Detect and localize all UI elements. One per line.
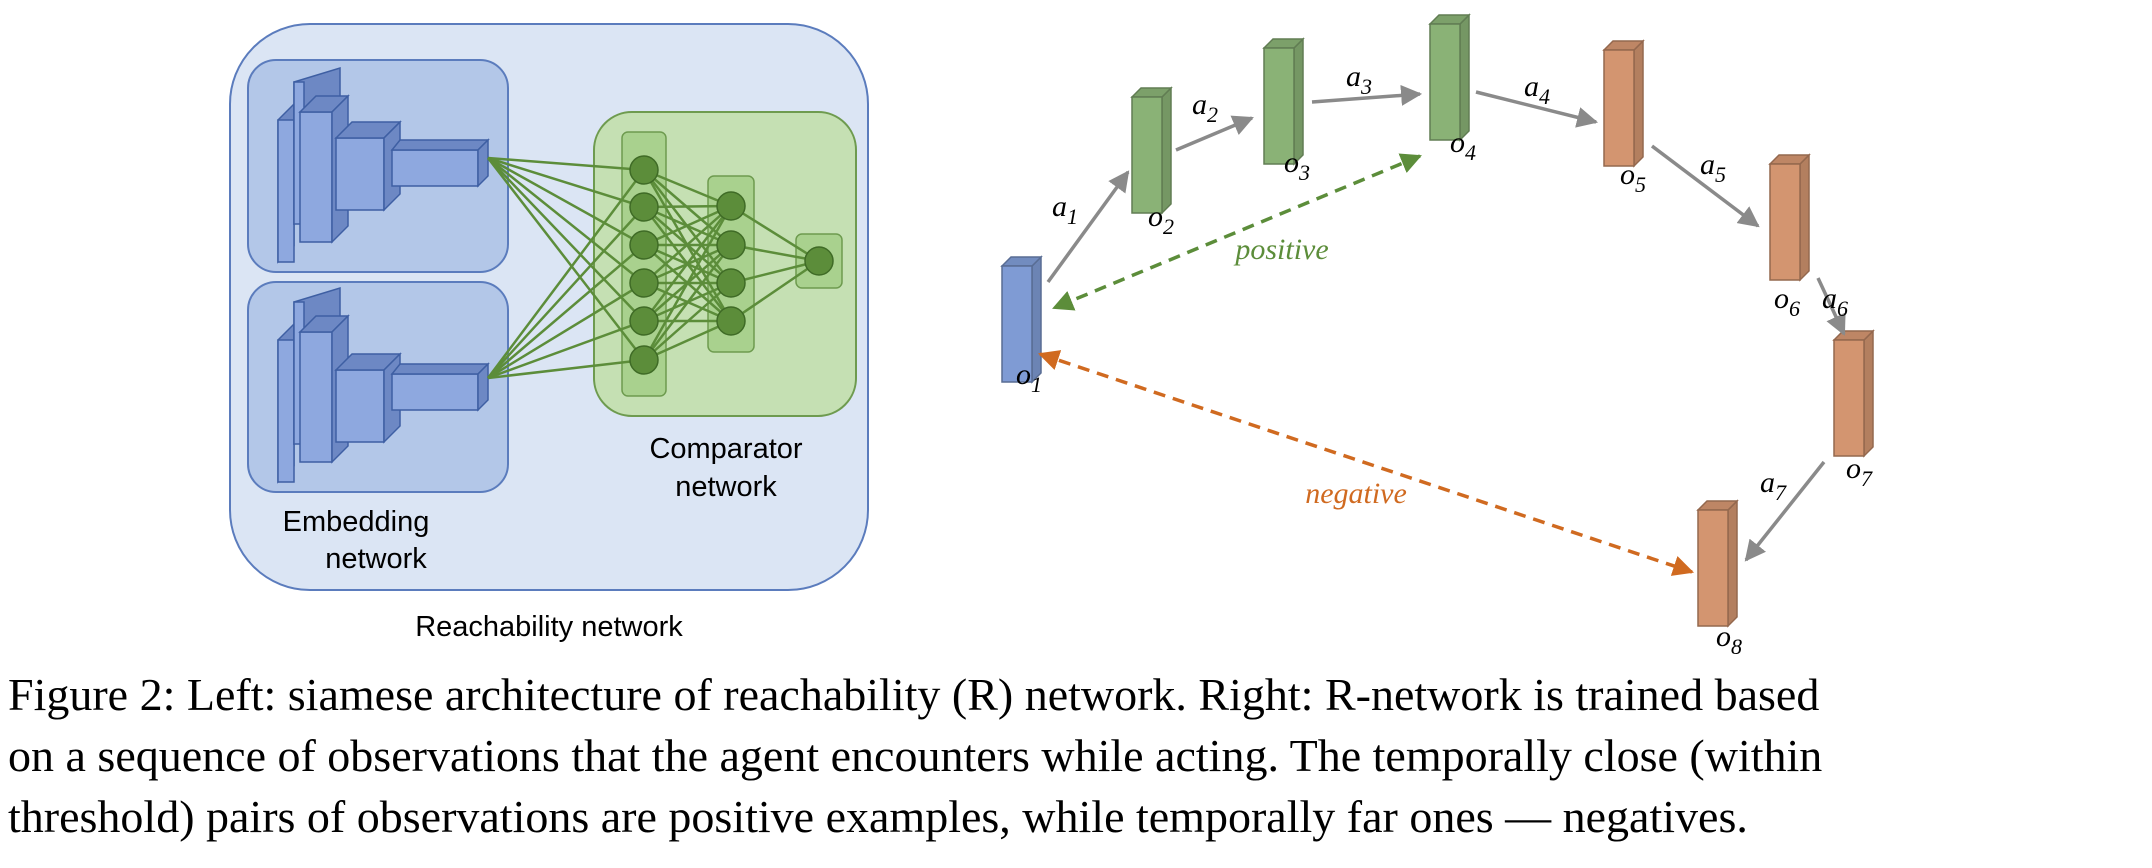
caption-line-3: threshold) pairs of observations are pos…: [8, 791, 1748, 842]
connection-line: [643, 205, 732, 322]
connection-line: [643, 319, 732, 362]
observation-o7: o7: [1832, 329, 1875, 491]
action-label-a2: a2: [1192, 88, 1218, 127]
connection-line: [487, 319, 645, 380]
reachability-network: Embedding network Comparator network Rea…: [229, 23, 869, 643]
connection-line: [730, 243, 820, 263]
observation-label-o8: o8: [1716, 620, 1742, 659]
connection-line: [487, 281, 645, 380]
positive-label: positive: [1233, 233, 1328, 266]
connection-line: [643, 244, 732, 361]
neurons: [629, 155, 834, 375]
neuron-layer2: [716, 230, 746, 260]
action-arrows: [1046, 84, 1846, 562]
connection-line: [730, 259, 820, 285]
caption-line-2: on a sequence of observations that the a…: [8, 730, 1823, 781]
comparator-network: [487, 111, 857, 417]
observation-label-o4: o4: [1450, 126, 1476, 165]
observation-o2: o2: [1130, 86, 1174, 239]
connection-line: [487, 169, 645, 379]
observation-label-o7: o7: [1846, 452, 1873, 491]
action-labels: a1 a2 a3 a4 a5 a6 a7: [1052, 60, 1848, 505]
action-label-a1: a1: [1052, 190, 1078, 229]
neuron-layer2: [716, 268, 746, 298]
action-label-a5: a5: [1700, 148, 1726, 187]
negative-pair-arrow: [1038, 350, 1694, 576]
conv-stack-bottom: [277, 286, 490, 484]
connection-line: [487, 157, 645, 284]
figure-caption: Figure 2: Left: siamese architecture of …: [8, 664, 2148, 847]
connection-lines: [487, 156, 820, 380]
reachability-network-label: Reachability network: [415, 611, 683, 643]
action-arrow-a4: [1475, 90, 1599, 128]
action-label-a4: a4: [1524, 70, 1550, 109]
action-label-a3: a3: [1346, 60, 1372, 99]
connection-line: [643, 168, 732, 208]
action-arrow-a2: [1175, 115, 1254, 152]
action-label-a7: a7: [1760, 466, 1787, 505]
connection-line: [487, 157, 645, 361]
action-label-a6: a6: [1822, 282, 1848, 321]
observation-label-o1: o1: [1016, 358, 1042, 397]
conv-stack-top: [277, 66, 490, 264]
embedding-network-label-line1: Embedding: [283, 506, 430, 538]
action-arrow-a1: [1046, 170, 1130, 284]
observation-o1: o1: [1000, 255, 1043, 397]
embedding-network-bottom: [247, 281, 509, 493]
embedding-network-label-line2: network: [325, 543, 427, 575]
connection-line: [643, 282, 732, 361]
caption-line-1: Figure 2: Left: siamese architecture of …: [8, 669, 1820, 720]
neuron-layer1: [629, 268, 659, 298]
connection-line: [487, 156, 645, 209]
connection-line: [487, 156, 645, 172]
neuron-layer2: [716, 306, 746, 336]
action-arrow-a7: [1744, 460, 1826, 562]
connection-line: [487, 244, 645, 379]
neuron-layer1: [629, 306, 659, 336]
observation-label-o3: o3: [1284, 146, 1310, 185]
embedding-network-top: [247, 59, 509, 273]
negative-label: negative: [1305, 477, 1407, 510]
observation-sequence: o1 o2 o3 o4 o5 o6 o7 o8 a1 a2 a3 a4 a5 a6 a7 positive…: [1000, 13, 1875, 659]
comparator-network-label-line2: network: [675, 471, 777, 503]
neuron-layer1: [629, 230, 659, 260]
observation-o5: o5: [1602, 39, 1646, 197]
connection-line: [730, 204, 820, 263]
neuron-layer2: [716, 191, 746, 221]
neuron-layer1: [629, 192, 659, 222]
connection-line: [730, 259, 820, 323]
observations: o1 o2 o3 o4 o5 o6 o7 o8: [1000, 13, 1875, 659]
action-arrow-a3: [1311, 84, 1423, 106]
action-arrow-a5: [1650, 144, 1760, 228]
neuron-layer1: [629, 155, 659, 185]
observation-o6: o6: [1768, 153, 1811, 321]
connection-line: [487, 157, 645, 322]
connection-line: [487, 206, 645, 379]
observation-o3: o3: [1262, 37, 1310, 185]
observation-label-o5: o5: [1620, 158, 1646, 197]
connection-line: [642, 205, 733, 361]
connection-line: [487, 358, 645, 380]
connection-line: [643, 205, 732, 284]
neuron-layer1: [629, 345, 659, 375]
action-arrow-a6: [1816, 277, 1846, 336]
connection-line: [643, 204, 732, 247]
observation-o4: o4: [1428, 13, 1476, 165]
positive-pair-arrow: [1052, 153, 1422, 311]
connection-line: [487, 156, 645, 247]
observation-o8: o8: [1696, 499, 1742, 659]
observation-label-o6: o6: [1774, 282, 1800, 321]
comparator-network-label-line1: Comparator: [649, 433, 802, 465]
neuron-output: [804, 246, 834, 276]
